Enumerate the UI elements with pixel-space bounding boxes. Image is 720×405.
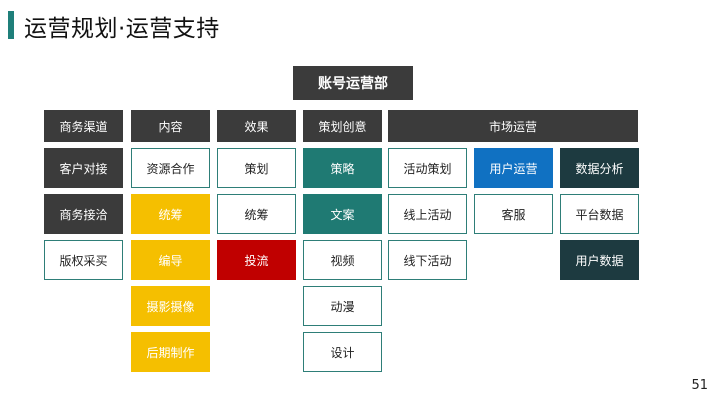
node-animation: 动漫 bbox=[303, 286, 382, 326]
node-effect-coordination: 统筹 bbox=[217, 194, 296, 234]
header-content: 内容 bbox=[131, 110, 210, 142]
node-online-events: 线上活动 bbox=[388, 194, 467, 234]
node-offline-events: 线下活动 bbox=[388, 240, 467, 280]
node-ad-placement: 投流 bbox=[217, 240, 296, 280]
node-data-analysis: 数据分析 bbox=[560, 148, 639, 188]
node-copywriting: 文案 bbox=[303, 194, 382, 234]
node-resource-cooperation: 资源合作 bbox=[131, 148, 210, 188]
node-event-planning: 活动策划 bbox=[388, 148, 467, 188]
header-creative-planning: 策划创意 bbox=[303, 110, 382, 142]
slide-title: 运营规划·运营支持 bbox=[24, 16, 220, 42]
page-number: 51 bbox=[691, 378, 708, 393]
node-user-operations: 用户运营 bbox=[474, 148, 553, 188]
node-platform-data: 平台数据 bbox=[560, 194, 639, 234]
header-business-channel: 商务渠道 bbox=[44, 110, 123, 142]
node-business-negotiation: 商务接洽 bbox=[44, 194, 123, 234]
node-copyright-purchase: 版权采买 bbox=[44, 240, 123, 280]
root-node-account-ops: 账号运营部 bbox=[293, 66, 413, 100]
node-client-liaison: 客户对接 bbox=[44, 148, 123, 188]
node-photography: 摄影摄像 bbox=[131, 286, 210, 326]
node-video: 视频 bbox=[303, 240, 382, 280]
node-effect-planning: 策划 bbox=[217, 148, 296, 188]
title-accent-bar bbox=[8, 11, 14, 39]
header-market-ops: 市场运营 bbox=[388, 110, 638, 142]
node-post-production: 后期制作 bbox=[131, 332, 210, 372]
node-content-coordination: 统筹 bbox=[131, 194, 210, 234]
node-strategy: 策略 bbox=[303, 148, 382, 188]
node-design: 设计 bbox=[303, 332, 382, 372]
header-effect: 效果 bbox=[217, 110, 296, 142]
node-user-data: 用户数据 bbox=[560, 240, 639, 280]
node-customer-service: 客服 bbox=[474, 194, 553, 234]
node-directing: 编导 bbox=[131, 240, 210, 280]
